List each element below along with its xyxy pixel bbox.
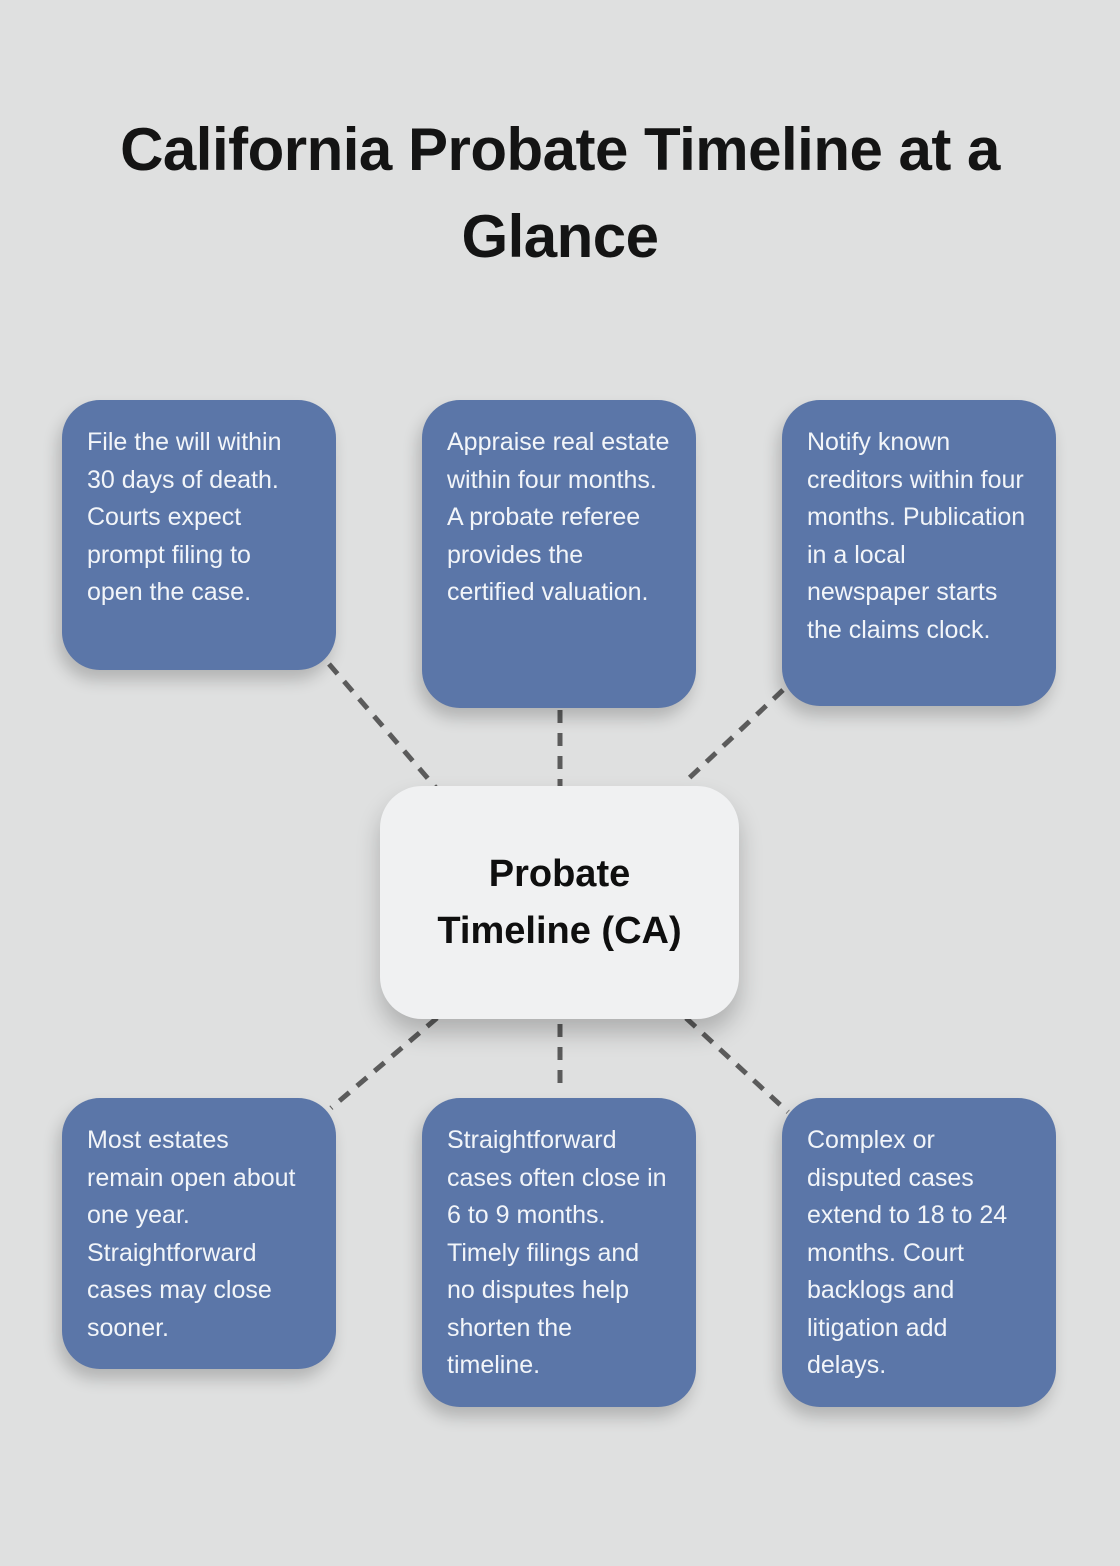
step-text-complex-cases: Complex or disputed cases extend to 18 t…: [807, 1126, 1008, 1379]
center-node: Probate Timeline (CA): [380, 786, 739, 1019]
step-box-complex-cases: Complex or disputed cases extend to 18 t…: [782, 1098, 1056, 1407]
step-box-appraise-estate: Appraise real estate within four months.…: [422, 400, 696, 708]
step-box-simple-cases: Straightforward cases often close in 6 t…: [422, 1098, 696, 1407]
connector-estates-open: [329, 1016, 439, 1110]
step-text-simple-cases: Straightforward cases often close in 6 t…: [447, 1126, 667, 1379]
center-node-label: Probate Timeline (CA): [437, 852, 682, 952]
step-box-file-will: File the will within 30 days of death. C…: [62, 400, 336, 670]
connector-notify-creditors: [684, 688, 785, 783]
step-text-appraise-estate: Appraise real estate within four months.…: [447, 428, 670, 606]
step-text-estates-open: Most estates remain open about one year.…: [87, 1126, 296, 1342]
page-title: California Probate Timeline at a Glance: [120, 116, 1000, 270]
step-box-estates-open: Most estates remain open about one year.…: [62, 1098, 336, 1369]
connector-complex-cases: [684, 1016, 790, 1114]
step-text-notify-creditors: Notify known creditors within four month…: [807, 428, 1026, 644]
connector-file-will: [327, 662, 439, 791]
step-box-notify-creditors: Notify known creditors within four month…: [782, 400, 1056, 706]
step-text-file-will: File the will within 30 days of death. C…: [87, 428, 282, 606]
